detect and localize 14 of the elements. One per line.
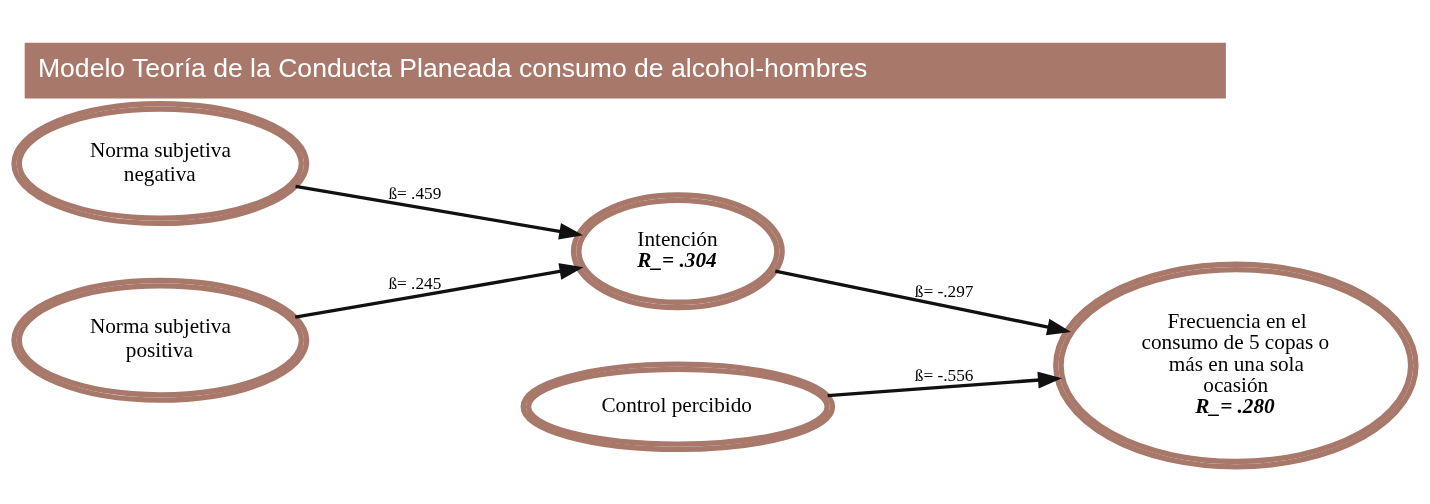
node-ellipse: Intención R_= .304 bbox=[570, 192, 785, 311]
node-ellipse: Norma subjetiva positiva bbox=[11, 277, 310, 403]
edge-label: ß= -.556 bbox=[914, 365, 974, 385]
arrow bbox=[295, 184, 584, 240]
arrow bbox=[294, 263, 584, 319]
edge-label: ß= -.297 bbox=[914, 281, 974, 301]
edge-label: ß= .459 bbox=[388, 183, 442, 203]
node-ellipse: Frecuencia en el consumo de 5 copas o más en una sola ocasión R_= .280 bbox=[1053, 261, 1419, 470]
node-ellipse: Control percibido bbox=[520, 361, 836, 452]
diagram-title: Modelo Teoría de la Conducta Planeada consumo de alcohol-hombres bbox=[37, 53, 868, 84]
arrow bbox=[774, 269, 1072, 336]
arrow bbox=[827, 371, 1062, 398]
edge-label: ß= .245 bbox=[388, 274, 442, 294]
node-ellipse: Norma subjetiva negativa bbox=[11, 101, 310, 227]
